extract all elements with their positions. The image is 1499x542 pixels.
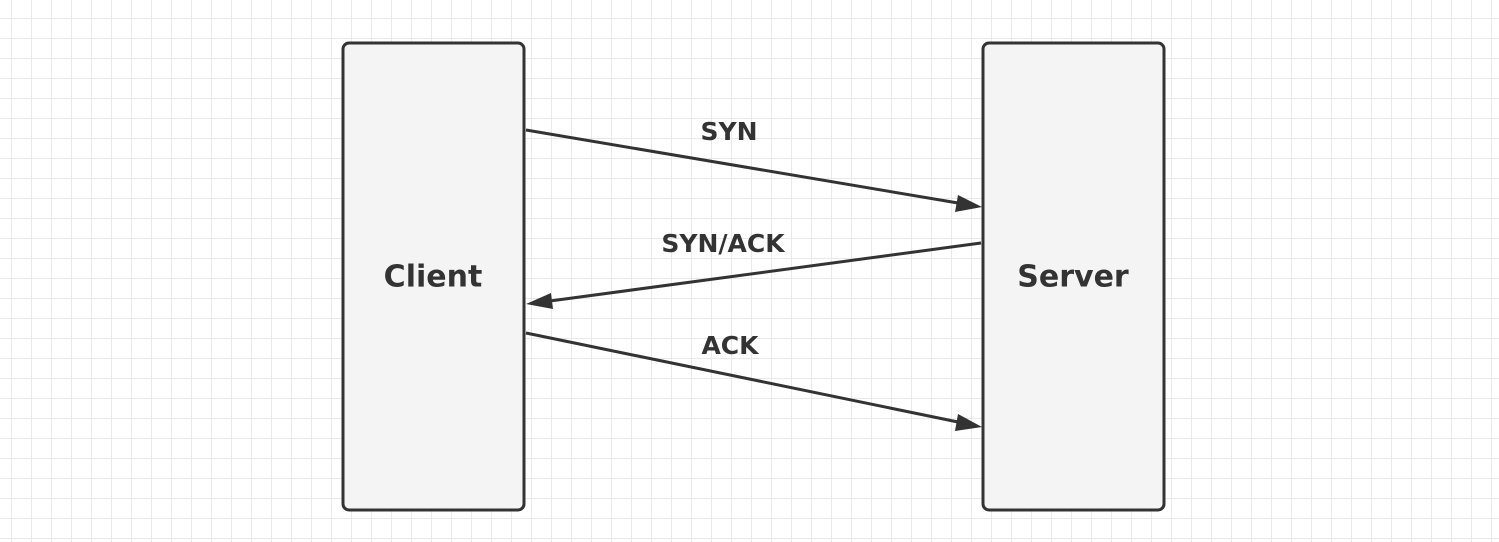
edge-syn-ack-label: SYN/ACK bbox=[661, 229, 786, 258]
edge-syn-label: SYN bbox=[700, 117, 757, 146]
edge-syn-ack-line bbox=[549, 241, 982, 303]
edge-syn-ack-arrowhead bbox=[526, 293, 553, 309]
server-node: Server bbox=[981, 41, 1166, 512]
edge-ack-label: ACK bbox=[701, 331, 760, 360]
edge-ack-arrowhead bbox=[955, 414, 982, 431]
edge-syn-line bbox=[525, 128, 959, 205]
edge-ack: ACK bbox=[525, 331, 982, 431]
server-box bbox=[981, 41, 1166, 512]
client-label: Client bbox=[384, 260, 483, 295]
edge-syn-arrowhead bbox=[955, 195, 982, 212]
client-box bbox=[341, 41, 526, 512]
edge-ack-line bbox=[525, 331, 959, 424]
edge-syn: SYN bbox=[525, 117, 982, 212]
server-label: Server bbox=[1017, 260, 1129, 295]
edge-syn-ack: SYN/ACK bbox=[526, 229, 982, 309]
client-node: Client bbox=[341, 41, 526, 512]
